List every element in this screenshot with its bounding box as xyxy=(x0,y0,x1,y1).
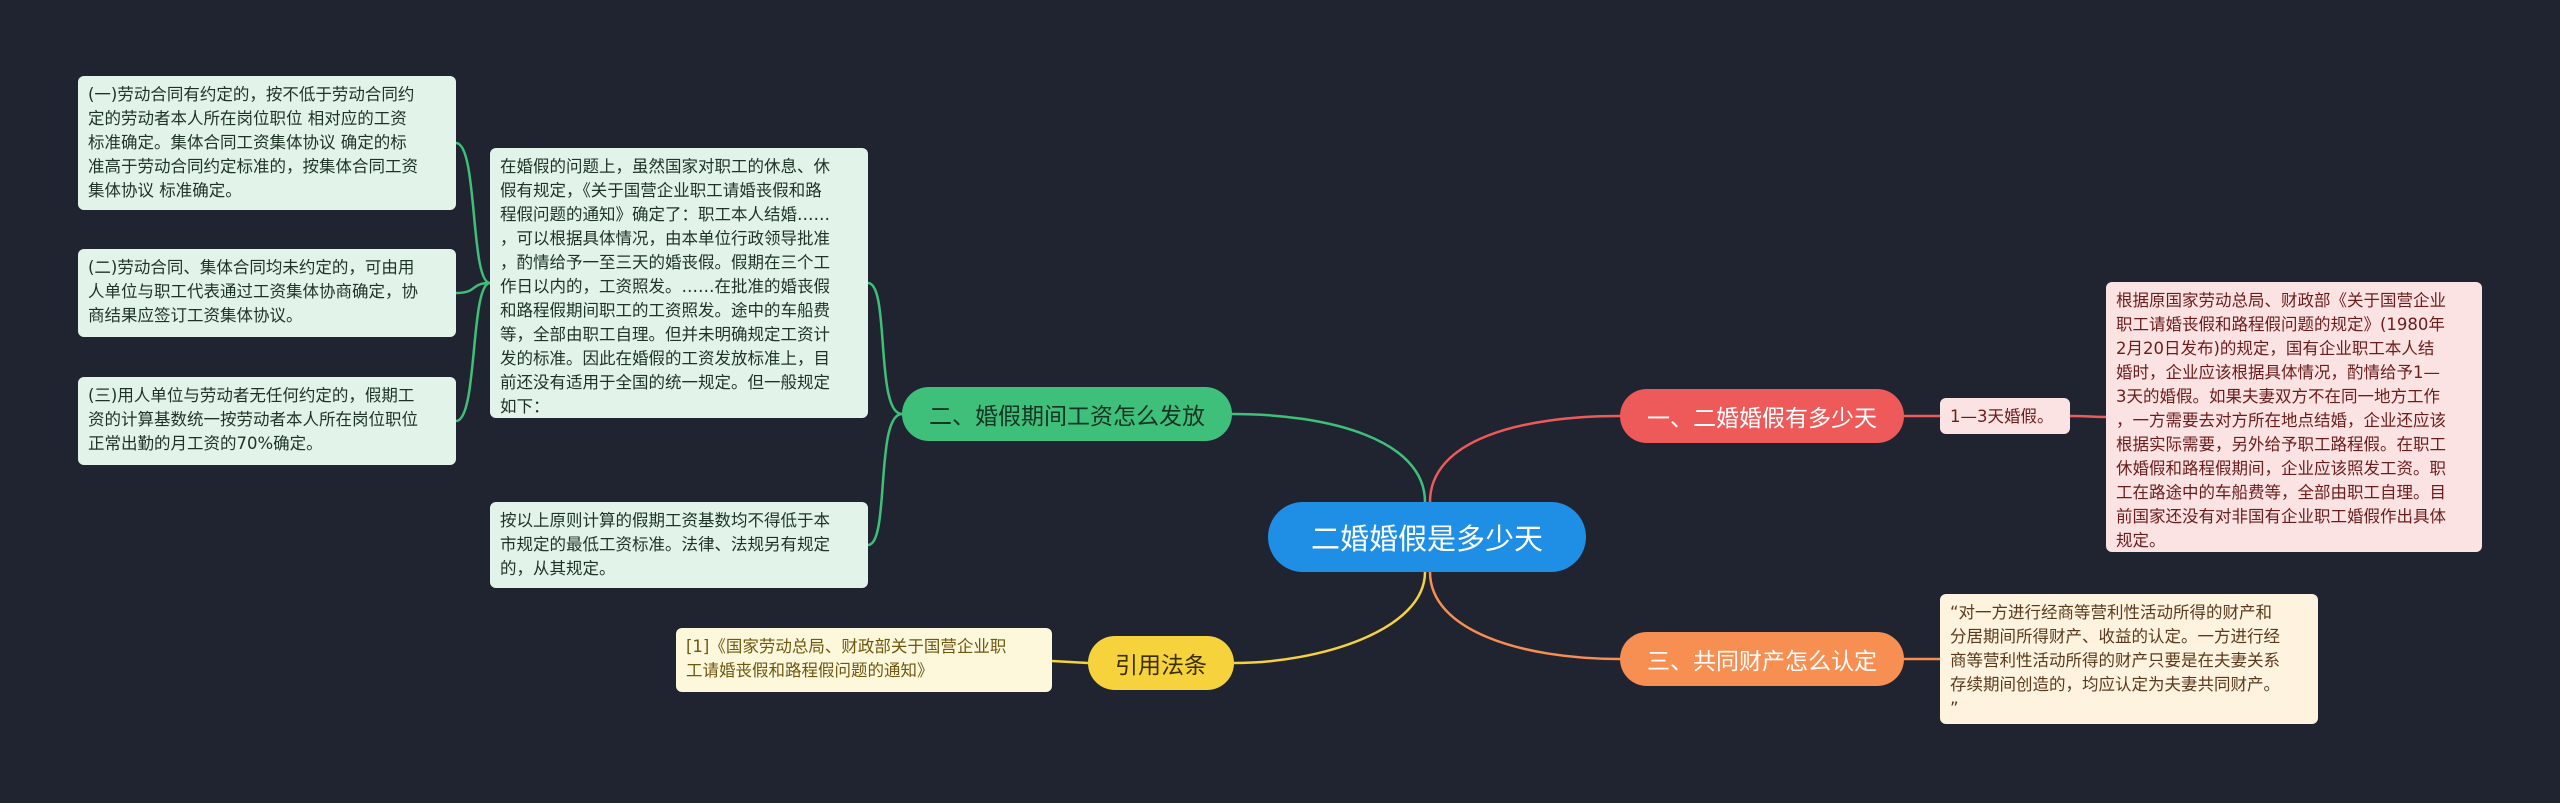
link-b2-e xyxy=(867,412,903,547)
leaf-minimum-wage[interactable]: 按以上原则计算的假期工资基数均不得低于本 市规定的最低工资标准。法律、法规另有规… xyxy=(490,502,868,588)
branch-cited-law[interactable]: 引用法条 xyxy=(1088,636,1234,690)
link-root-b4 xyxy=(1233,571,1427,665)
leaf-property-quote[interactable]: “对一方进行经商等营利性活动所得的财产和 分居期间所得财产、收益的认定。一方进行… xyxy=(1940,594,2318,724)
leaf-contract-agreed[interactable]: (一)劳动合同有约定的，按不低于劳动合同约 定的劳动者本人所在岗位职位 相对应的… xyxy=(78,76,456,210)
branch-leave-wage[interactable]: 二、婚假期间工资怎么发放 xyxy=(902,387,1232,441)
link-root-b2 xyxy=(1231,412,1427,503)
link-f-g xyxy=(2069,414,2107,419)
link-b2-d xyxy=(867,281,903,416)
link-b4-i xyxy=(1051,659,1089,665)
branch-marriage-leave-days[interactable]: 一、二婚婚假有多少天 xyxy=(1620,389,1904,443)
link-d-c xyxy=(455,281,491,423)
leaf-regulation-detail[interactable]: 根据原国家劳动总局、财政部《关于国营企业 职工请婚丧假和路程假问题的规定》(19… xyxy=(2106,282,2482,552)
leaf-contract-not-agreed[interactable]: (二)劳动合同、集体合同均未约定的，可由用 人单位与职工代表通过工资集体协商确定… xyxy=(78,249,456,337)
link-root-b3 xyxy=(1428,571,1621,661)
leaf-no-agreement[interactable]: (三)用人单位与劳动者无任何约定的，假期工 资的计算基数统一按劳动者本人所在岗位… xyxy=(78,377,456,465)
root-topic[interactable]: 二婚婚假是多少天 xyxy=(1268,502,1586,572)
branch-common-property[interactable]: 三、共同财产怎么认定 xyxy=(1620,632,1904,686)
leaf-days[interactable]: 1—3天婚假。 xyxy=(1940,398,2070,434)
leaf-wage-rules[interactable]: 在婚假的问题上，虽然国家对职工的休息、休 假有规定，《关于国营企业职工请婚丧假和… xyxy=(490,148,868,418)
link-d-a xyxy=(455,141,491,285)
leaf-law-reference[interactable]: [1]《国家劳动总局、财政部关于国营企业职 工请婚丧假和路程假问题的通知》 xyxy=(676,628,1052,692)
link-d-b xyxy=(455,281,491,295)
link-root-b1 xyxy=(1428,414,1621,503)
